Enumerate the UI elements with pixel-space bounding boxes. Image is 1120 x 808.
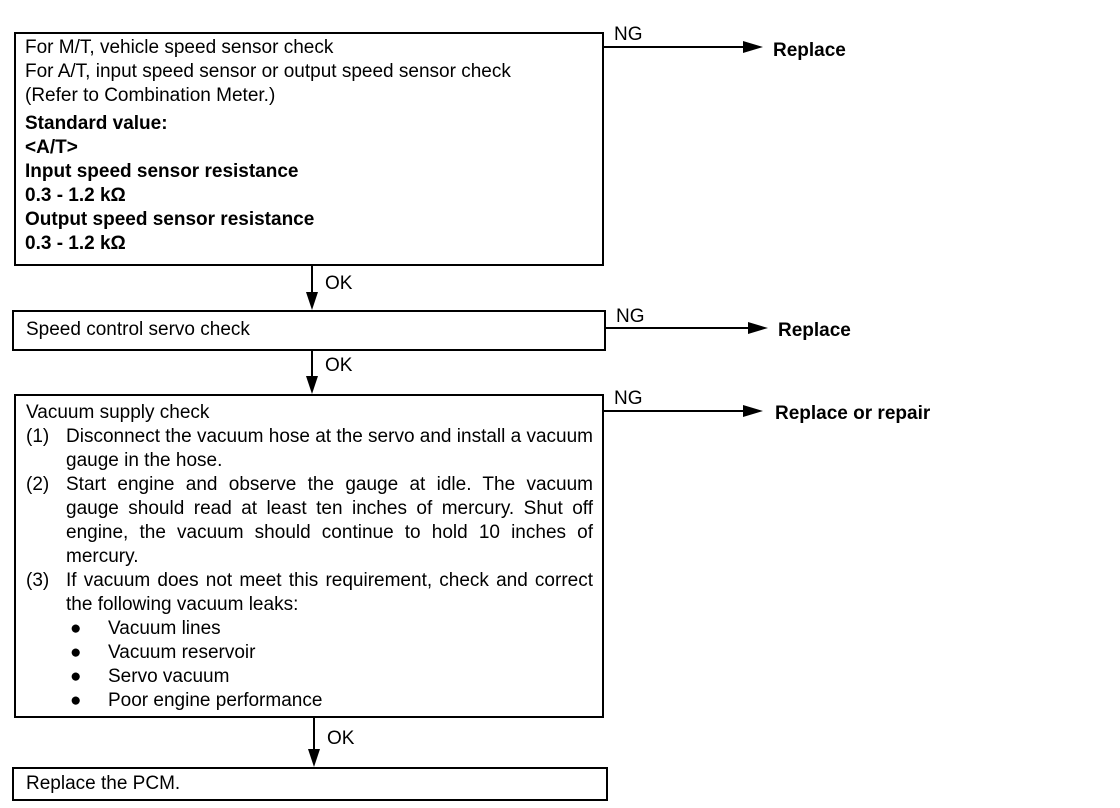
result-replace-or-repair: Replace or repair: [775, 403, 931, 424]
replace-pcm-box: Replace the PCM.: [12, 767, 608, 801]
arrowhead-ng-2: [748, 322, 768, 334]
leak-list-text: Vacuum lines: [108, 618, 221, 639]
leak-list-item: ● Vacuum lines: [26, 617, 593, 641]
bullet-icon: ●: [70, 690, 82, 711]
vacuum-step: (2) Start engine and observe the gauge a…: [26, 473, 593, 569]
ng-label-1: NG: [614, 24, 643, 45]
servo-check-box: Speed control servo check: [12, 310, 606, 351]
leak-list-item: ● Poor engine performance: [26, 689, 593, 713]
arrowhead-ng-3: [743, 405, 763, 417]
arrowhead-ok-2: [306, 376, 318, 394]
leak-list-item: ● Servo vacuum: [26, 665, 593, 689]
input-sensor-value: 0.3 - 1.2 kΩ: [25, 185, 126, 206]
arrowhead-ng-1: [743, 41, 763, 53]
leak-list-text: Servo vacuum: [108, 666, 230, 687]
leak-list-text: Poor engine performance: [108, 690, 323, 711]
step-text: If vacuum does not meet this requirement…: [66, 570, 593, 615]
replace-pcm-text: Replace the PCM.: [26, 773, 181, 794]
leak-list-text: Vacuum reservoir: [108, 642, 256, 663]
ng-label-2: NG: [616, 306, 645, 327]
vacuum-check-box: Vacuum supply check (1) Disconnect the v…: [14, 394, 604, 718]
output-sensor-label: Output speed sensor resistance: [25, 209, 315, 230]
sensor-check-line: For M/T, vehicle speed sensor check: [25, 37, 334, 58]
sensor-check-line: For A/T, input speed sensor or output sp…: [25, 61, 511, 82]
standard-value-label: Standard value:: [25, 113, 168, 134]
arrowhead-ok-1: [306, 292, 318, 310]
vacuum-step: (1) Disconnect the vacuum hose at the se…: [26, 425, 593, 473]
bullet-icon: ●: [70, 642, 82, 663]
ok-label-3: OK: [327, 728, 355, 749]
arrowhead-ok-3: [308, 749, 320, 767]
bullet-icon: ●: [70, 618, 82, 639]
result-replace-2: Replace: [778, 320, 851, 341]
step-number: (3): [26, 570, 50, 591]
step-text: Start engine and observe the gauge at id…: [66, 474, 593, 567]
bullet-icon: ●: [70, 666, 82, 687]
step-number: (2): [26, 474, 50, 495]
input-sensor-label: Input speed sensor resistance: [25, 161, 299, 182]
ok-label-2: OK: [325, 355, 353, 376]
ng-label-3: NG: [614, 388, 643, 409]
leak-list-item: ● Vacuum reservoir: [26, 641, 593, 665]
sensor-check-line: (Refer to Combination Meter.): [25, 85, 276, 106]
output-sensor-value: 0.3 - 1.2 kΩ: [25, 233, 126, 254]
at-label: <A/T>: [25, 137, 78, 158]
step-number: (1): [26, 426, 50, 447]
servo-check-text: Speed control servo check: [26, 319, 250, 340]
step-text: Disconnect the vacuum hose at the servo …: [66, 426, 594, 471]
sensor-check-box: For M/T, vehicle speed sensor check For …: [14, 32, 604, 266]
result-replace-1: Replace: [773, 40, 846, 61]
vacuum-step: (3) If vacuum does not meet this require…: [26, 569, 593, 617]
vacuum-check-title: Vacuum supply check: [26, 402, 210, 423]
ok-label-1: OK: [325, 273, 353, 294]
